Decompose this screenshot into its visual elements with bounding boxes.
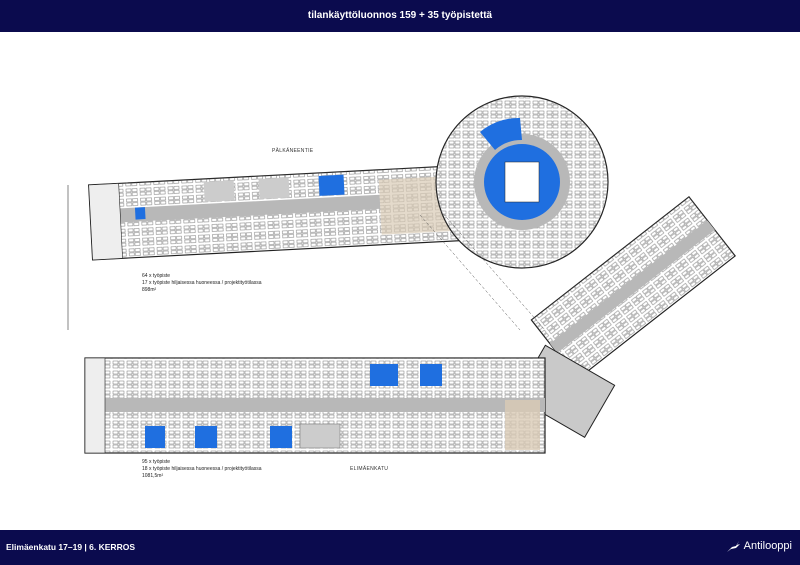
- workstation-count: 64 x työpiste: [142, 273, 171, 279]
- brand-logo: Antilooppi: [725, 538, 792, 554]
- brand-name: Antilooppi: [743, 540, 792, 552]
- upper-wing: [88, 164, 468, 261]
- round-wing: [435, 95, 609, 269]
- lower-wing: [84, 357, 546, 454]
- footer: Elimäenkatu 17–19 | 6. KERROS Antilooppi: [0, 530, 800, 565]
- area: 898m²: [142, 287, 157, 293]
- floor-plan: [67, 95, 736, 454]
- lower-floor-summary: 95 x työpiste 18 x työpiste hiljaisessa …: [142, 459, 262, 480]
- quiet-workstation-count: 17 x työpiste hiljaisessa huoneessa / pr…: [142, 280, 262, 286]
- upper-floor-summary: 64 x työpiste 17 x työpiste hiljaisessa …: [142, 273, 262, 294]
- street-label-lower: ELIMÄENKATU: [350, 466, 389, 472]
- page-title: tilankäyttöluonnos 159 + 35 työpistettä: [0, 0, 800, 32]
- antelope-icon: [726, 541, 740, 552]
- street-label-upper: PÄLKÄNEENTIE: [272, 148, 314, 154]
- diagonal-wing: [530, 195, 736, 380]
- workstation-count: 95 x työpiste: [142, 459, 171, 465]
- address: Elimäenkatu 17–19 | 6. KERROS: [6, 542, 135, 552]
- area: 1081,5m²: [142, 473, 164, 479]
- quiet-workstation-count: 18 x työpiste hiljaisessa huoneessa / pr…: [142, 466, 262, 472]
